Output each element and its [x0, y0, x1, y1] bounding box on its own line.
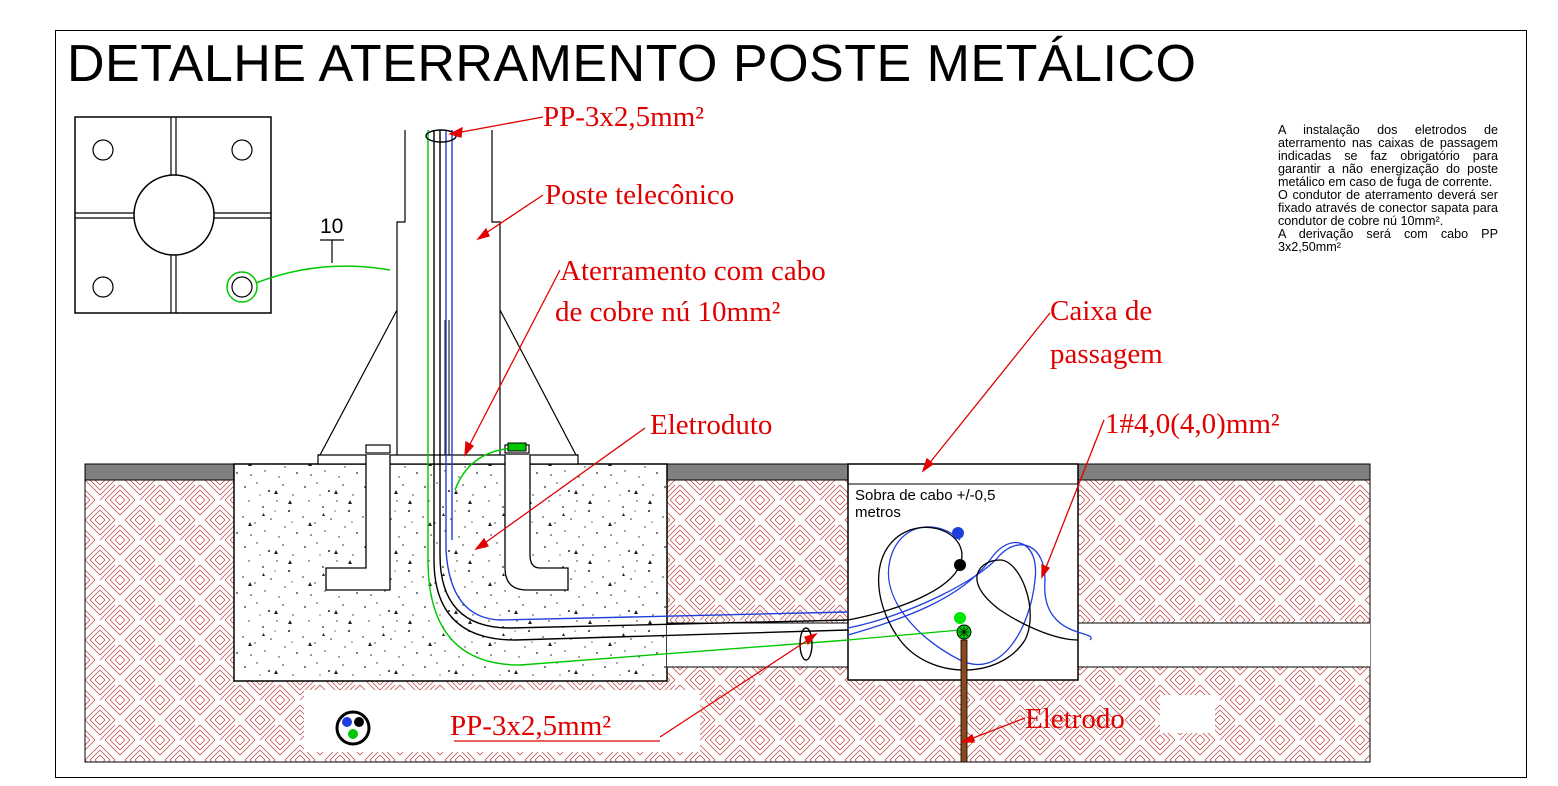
annotation-leaders: [448, 116, 1105, 743]
base-plate-top-view: [74, 116, 391, 314]
cable-slack-loops: [847, 526, 1092, 671]
label-electrode: Eletrodo: [1025, 703, 1125, 735]
drawing-title: DETALHE ATERRAMENTO POSTE METÁLICO: [67, 35, 1197, 93]
label-grounding-line1: Aterramento com cabo: [560, 255, 826, 287]
anchor-bolts: [325, 455, 569, 591]
base-plate-dimension: 10: [320, 215, 344, 238]
label-junction-box-line2: passagem: [1050, 338, 1163, 370]
label-conductor: 1#4,0(4,0)mm²: [1105, 408, 1280, 440]
label-pole: Poste telecônico: [545, 179, 735, 211]
label-pp-cable-bottom: PP-3x2,5mm²: [450, 710, 611, 742]
label-cable-slack-line2: metros: [855, 504, 901, 521]
drawing-frame: [55, 30, 1527, 778]
cable-cross-section-icon: [335, 710, 371, 746]
grounding-wire: [454, 442, 527, 491]
label-grounding-line2: de cobre nú 10mm²: [555, 296, 781, 328]
pole-elevation: [317, 130, 579, 465]
label-pp-cable-top: PP-3x2,5mm²: [543, 101, 704, 133]
pp-cable: [425, 129, 849, 666]
ground-section: [84, 463, 1371, 763]
installation-note: A instalação dos eletrodos de aterrament…: [1278, 123, 1498, 254]
ground-electrode: [960, 639, 968, 763]
label-conduit: Eletroduto: [650, 409, 773, 441]
label-cable-slack-line1: Sobra de cabo +/-0,5: [855, 487, 996, 504]
label-junction-box-line1: Caixa de: [1050, 295, 1153, 327]
